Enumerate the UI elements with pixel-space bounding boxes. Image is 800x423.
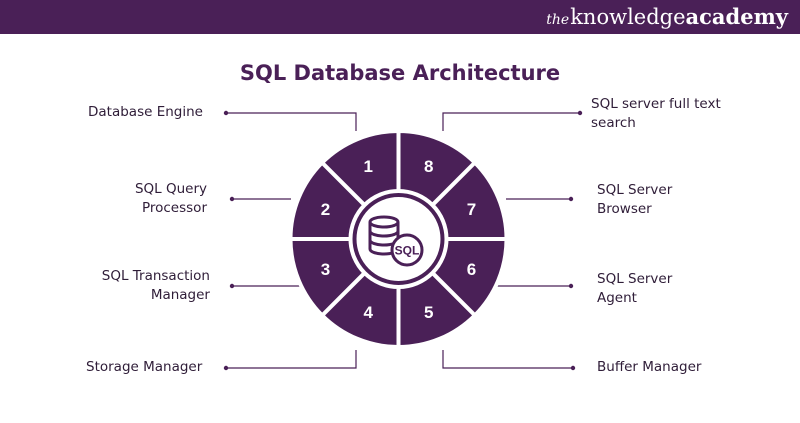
connector-5-dot (570, 365, 576, 371)
label-line: Database Engine (88, 104, 203, 120)
brand-logo: theknowledgeacademy (546, 4, 788, 33)
label-sql-full-text-search: SQL server full text search (591, 95, 721, 133)
connector-3-dot (229, 283, 235, 289)
segment-1 (319, 128, 401, 208)
center-hub: SQL (352, 193, 445, 285)
connector-5 (442, 350, 573, 369)
label-line: Agent (597, 290, 637, 306)
header-bar: theknowledgeacademy (0, 0, 800, 34)
label-sql-server-browser: SQL Server Browser (597, 181, 672, 219)
segment-number-8: 8 (424, 157, 433, 176)
segment-number-4: 4 (364, 303, 374, 322)
label-line: Processor (141, 200, 207, 216)
segment-number-1: 1 (364, 157, 373, 176)
center-sql-text: SQL (395, 244, 420, 258)
connector-2-dot (229, 196, 235, 202)
label-line: SQL Transaction (101, 268, 210, 284)
label-line: Manager (150, 287, 210, 303)
label-line: Storage Manager (86, 359, 203, 375)
connector-lines (223, 110, 583, 371)
connector-1 (226, 112, 357, 131)
page-title: SQL Database Architecture (239, 61, 561, 85)
brand-name: knowledge (570, 5, 686, 29)
connector-4-dot (223, 365, 229, 371)
label-buffer-manager: Buffer Manager (597, 358, 701, 377)
label-sql-server-agent: SQL Server Agent (597, 270, 672, 308)
connector-7-dot (568, 196, 574, 202)
label-line: SQL server full text (591, 96, 721, 112)
segment-wheel: 8 7 6 5 4 3 2 1 (288, 128, 509, 350)
label-storage-manager: Storage Manager (86, 358, 202, 377)
label-line: Browser (597, 201, 652, 217)
label-line: SQL Query (134, 181, 207, 197)
label-sql-transaction-manager: SQL Transaction Manager (92, 267, 210, 305)
label-line: SQL Server (597, 271, 673, 287)
segment-number-3: 3 (321, 260, 330, 279)
brand-prefix: the (546, 12, 570, 28)
label-sql-query-processor: SQL Query Processor (127, 180, 207, 218)
segment-number-5: 5 (424, 303, 433, 322)
connector-8-dot (577, 110, 583, 116)
segment-number-7: 7 (467, 200, 476, 219)
label-database-engine: Database Engine (88, 103, 203, 122)
connector-8 (442, 112, 580, 131)
label-line: Buffer Manager (597, 359, 702, 375)
segment-number-6: 6 (467, 260, 476, 279)
label-line: search (591, 115, 636, 131)
segment-number-2: 2 (321, 200, 330, 219)
connector-1-dot (223, 110, 229, 116)
label-line: SQL Server (597, 182, 673, 198)
connector-6-dot (568, 283, 574, 289)
connector-4 (226, 350, 357, 369)
brand-suffix: academy (685, 4, 788, 29)
database-sql-icon: SQL (368, 215, 424, 267)
